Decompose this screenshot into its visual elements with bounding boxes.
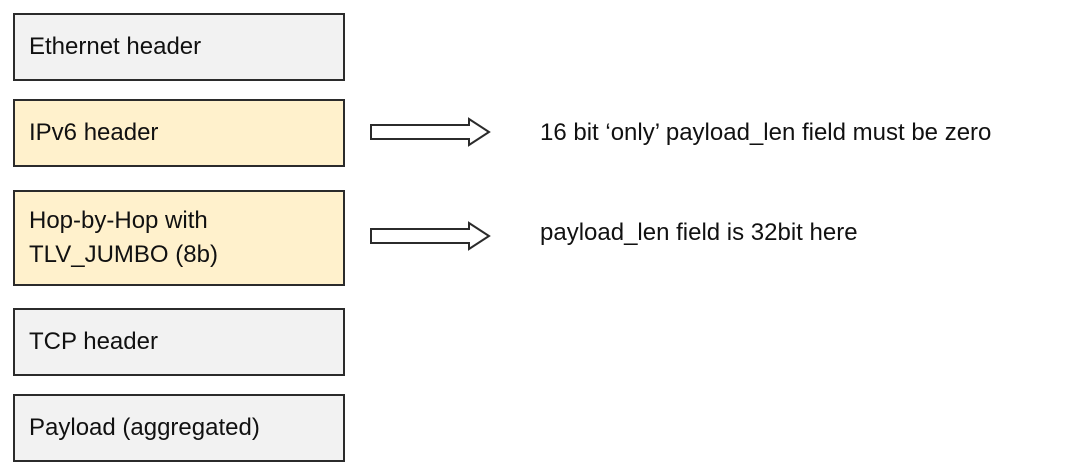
ethernet-header-box: Ethernet header <box>13 13 345 81</box>
ipv6-header-label: IPv6 header <box>29 119 159 146</box>
payload-label: Payload (aggregated) <box>29 414 260 441</box>
payload-box: Payload (aggregated) <box>13 394 345 462</box>
hop-by-hop-box: Hop-by-Hop with TLV_JUMBO (8b) <box>13 190 345 286</box>
tcp-header-label: TCP header <box>29 328 158 355</box>
ipv6-header-box: IPv6 header <box>13 99 345 167</box>
ethernet-header-label: Ethernet header <box>29 33 202 60</box>
hop-by-hop-annotation: payload_len field is 32bit here <box>540 219 858 246</box>
ipv6-arrow-icon <box>370 117 491 147</box>
hop-by-hop-arrow-icon <box>370 221 491 251</box>
hop-by-hop-label: Hop-by-Hop with TLV_JUMBO (8b) <box>29 207 218 268</box>
ipv6-annotation: 16 bit ‘only’ payload_len field must be … <box>540 119 992 146</box>
tcp-header-box: TCP header <box>13 308 345 376</box>
